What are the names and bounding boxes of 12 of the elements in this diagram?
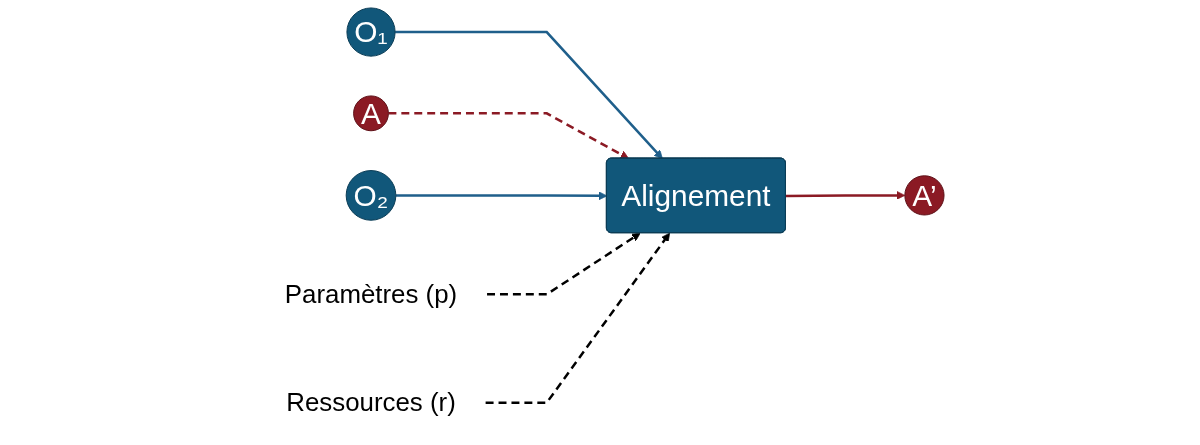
node-circle: O₁ <box>346 7 397 57</box>
arrow <box>396 191 608 201</box>
node-circle: A’ <box>904 175 946 216</box>
arrow <box>487 232 642 296</box>
arrow <box>388 112 630 159</box>
arrow <box>395 30 664 159</box>
node-circle: O₂ <box>346 170 397 221</box>
arrow <box>486 232 671 404</box>
node-circle: A <box>353 95 390 132</box>
arrow <box>786 191 906 200</box>
node-text: Ressources (r) <box>286 387 457 418</box>
node-text: Paramètres (p) <box>285 278 458 309</box>
